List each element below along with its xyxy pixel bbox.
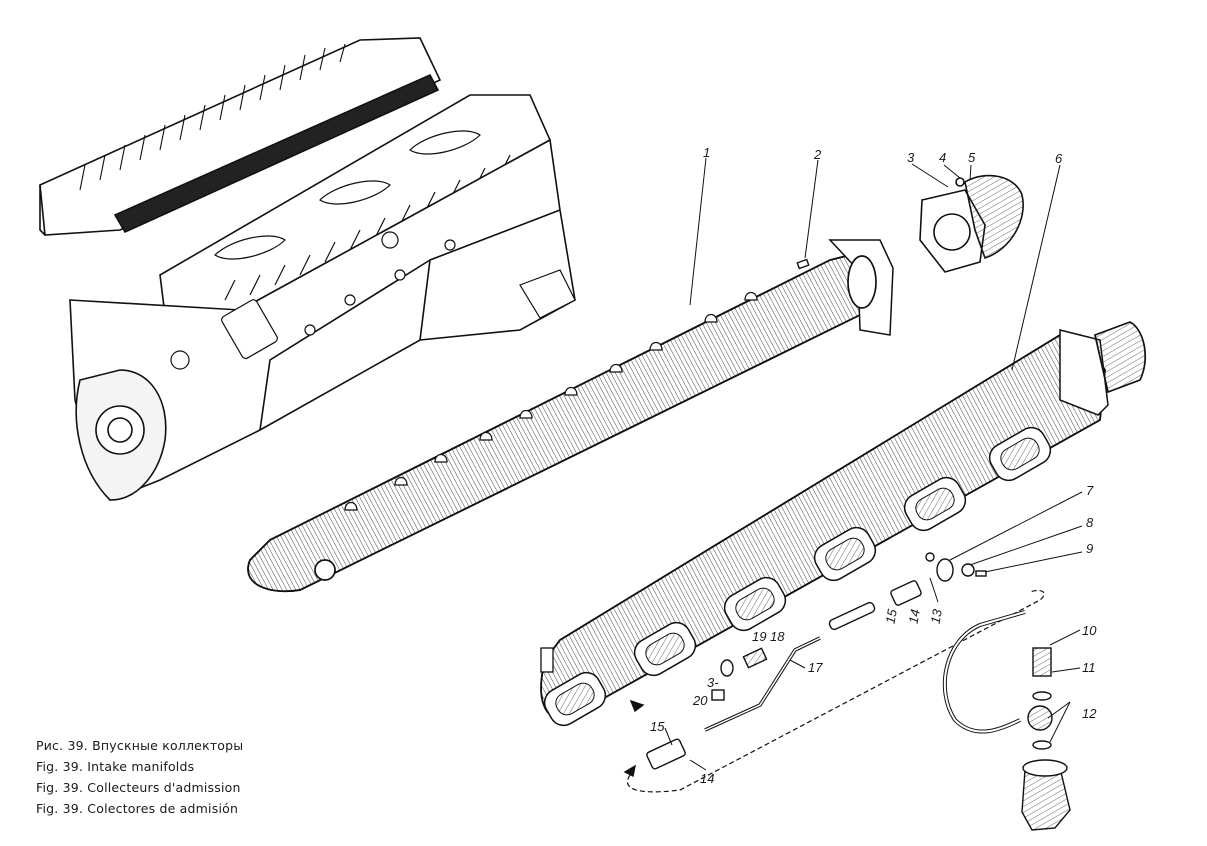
callout-3-lower: 3- xyxy=(707,675,719,690)
callout-14-upper: 14 xyxy=(905,608,923,625)
callout-4: 4 xyxy=(939,150,947,165)
callout-7: 7 xyxy=(1086,483,1094,498)
callout-8: 8 xyxy=(1086,515,1094,530)
callout-15-upper: 15 xyxy=(882,608,900,625)
callout-3: 3 xyxy=(907,150,915,165)
engine-assembly xyxy=(39,37,576,502)
callout-20: 20 xyxy=(693,693,708,708)
callout-13: 13 xyxy=(927,608,945,625)
callout-14-lower: 14 xyxy=(700,771,715,786)
callout-12: 12 xyxy=(1082,706,1097,721)
callout-5: 5 xyxy=(968,150,976,165)
callout-6: 6 xyxy=(1055,151,1063,166)
figure-caption: Рис. 39. Впускные коллекторы Fig. 39. In… xyxy=(36,735,243,819)
callout-1: 1 xyxy=(703,145,711,160)
callout-18: 18 xyxy=(770,629,785,644)
callout-11: 11 xyxy=(1082,660,1096,675)
caption-es: Fig. 39. Colectores de admisión xyxy=(36,801,239,816)
caption-fr: Fig. 39. Collecteurs d'admission xyxy=(36,780,241,795)
small-parts xyxy=(623,258,1071,831)
caption-en: Fig. 39. Intake manifolds xyxy=(36,759,195,774)
leader-lines xyxy=(664,157,1083,771)
caption-ru: Рис. 39. Впускные коллекторы xyxy=(36,738,244,753)
callout-2: 2 xyxy=(814,147,822,162)
callout-10: 10 xyxy=(1082,623,1097,638)
callout-15-lower: 15 xyxy=(650,719,665,734)
flange-filter-part xyxy=(919,174,1024,273)
intake-manifold-left xyxy=(247,239,894,593)
callout-17: 17 xyxy=(808,660,823,675)
callout-9: 9 xyxy=(1086,541,1094,556)
intake-manifold-right xyxy=(540,321,1147,727)
callout-19: 19 xyxy=(752,629,767,644)
